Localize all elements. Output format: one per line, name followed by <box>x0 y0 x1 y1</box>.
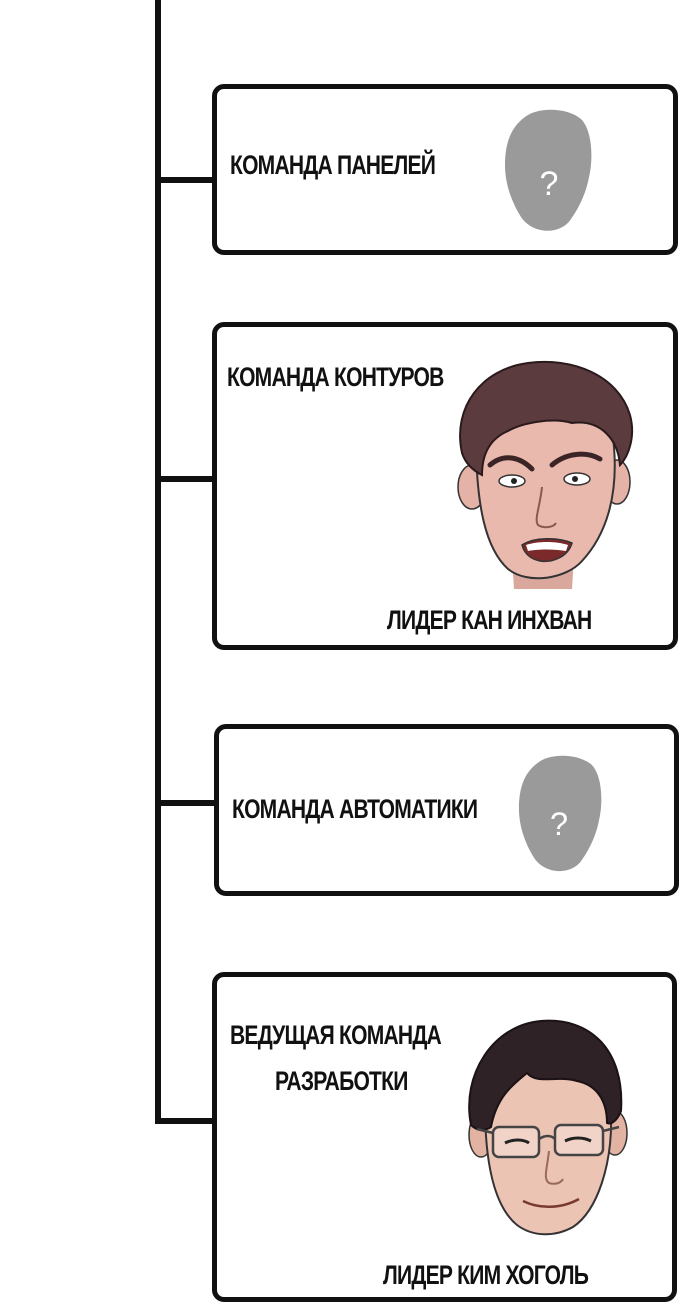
team-name: КОМАНДА АВТОМАТИКИ <box>232 794 478 824</box>
team-name: КОМАНДА ПАНЕЛЕЙ <box>230 150 436 180</box>
tree-branch-4 <box>155 1118 215 1124</box>
tree-trunk-line <box>155 0 161 1124</box>
angry-man-portrait <box>457 360 634 589</box>
tree-branch-2 <box>155 476 215 482</box>
svg-text:?: ? <box>540 165 559 203</box>
team-card-lead-development: ВЕДУЩАЯ КОМАНДА РАЗРАБОТКИ ЛИДЕР КИМ ХОГ… <box>212 972 677 1302</box>
team-name: КОМАНДА КОНТУРОВ <box>227 362 444 392</box>
svg-text:?: ? <box>550 806 568 842</box>
team-leader: ЛИДЕР КАН ИНХВАН <box>387 605 592 635</box>
team-card-automation: КОМАНДА АВТОМАТИКИ ? <box>214 724 679 896</box>
team-leader: ЛИДЕР КИМ ХОГОЛЬ <box>383 1260 589 1290</box>
unknown-silhouette-icon: ? <box>518 755 602 872</box>
team-name-line-2: РАЗРАБОТКИ <box>275 1066 408 1096</box>
unknown-silhouette-icon: ? <box>505 109 592 231</box>
team-card-panels: КОМАНДА ПАНЕЛЕЙ ? <box>212 84 678 255</box>
team-name-line-1: ВЕДУЩАЯ КОМАНДА <box>230 1020 442 1050</box>
man-with-glasses-portrait <box>468 1019 628 1236</box>
tree-branch-1 <box>155 177 215 183</box>
tree-branch-3 <box>155 800 217 806</box>
team-card-contours: КОМАНДА КОНТУРОВ ЛИДЕР КАН ИНХВАН <box>212 322 678 650</box>
